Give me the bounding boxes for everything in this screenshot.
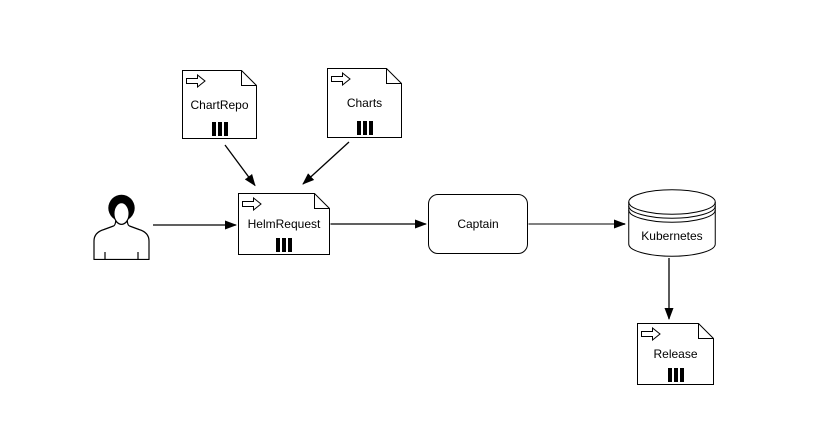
bars-icon: [667, 368, 684, 382]
document-shape: [327, 68, 402, 138]
node-release[interactable]: Release: [637, 323, 714, 385]
document-shape: [182, 70, 257, 139]
bars-icon: [356, 121, 373, 135]
edge-chartrepo-to-helmrequest[interactable]: [224, 144, 256, 187]
node-captain[interactable]: Captain: [428, 194, 528, 254]
export-arrow-icon: [331, 72, 351, 86]
database-cylinder-shape: [628, 189, 716, 257]
export-arrow-icon: [186, 74, 206, 88]
export-arrow-icon: [641, 327, 661, 341]
node-charts[interactable]: Charts: [327, 68, 402, 138]
document-shape: [238, 193, 330, 255]
edge-charts-to-helmrequest[interactable]: [302, 141, 350, 185]
document-shape: [637, 323, 714, 385]
node-chartrepo[interactable]: ChartRepo: [182, 70, 257, 139]
bars-icon: [276, 238, 292, 252]
rounded-rectangle-shape: [428, 194, 528, 254]
person-icon: [93, 194, 150, 260]
node-kubernetes[interactable]: Kubernetes: [628, 189, 716, 257]
node-helmrequest[interactable]: HelmRequest: [238, 193, 330, 255]
bars-icon: [211, 122, 228, 136]
export-arrow-icon: [242, 197, 262, 211]
node-person[interactable]: [93, 194, 152, 260]
